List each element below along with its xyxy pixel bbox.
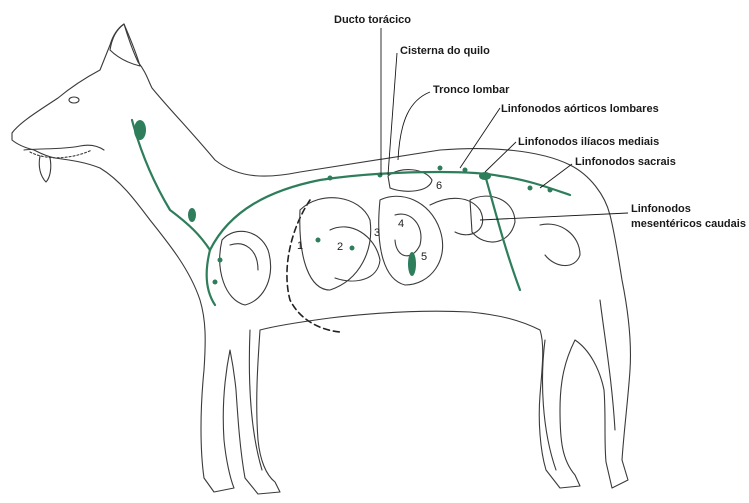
colon xyxy=(430,198,483,234)
lymph-thoracic-duct xyxy=(210,172,500,250)
number-6: 6 xyxy=(436,181,442,192)
liver xyxy=(300,198,371,290)
label-linfonodos-aorticos-lombares: Linfonodos aórticos lombares xyxy=(501,103,659,116)
number-1: 1 xyxy=(297,241,303,252)
leader-tronco xyxy=(398,92,430,160)
leader-mesentericos xyxy=(480,213,628,220)
heart xyxy=(220,231,271,305)
label-linfonodos-iliacos-mediais: Linfonodos ilíacos mediais xyxy=(518,136,659,149)
lymph-node-cervical xyxy=(188,208,196,222)
label-linfonodos-sacrais: Linfonodos sacrais xyxy=(575,156,676,169)
dog-ear xyxy=(110,24,140,66)
label-linfonodos-mesentericos-caudais-1: Linfonodos xyxy=(631,203,691,216)
pelvis xyxy=(540,224,580,265)
dog-mouth xyxy=(24,145,104,150)
number-5: 5 xyxy=(421,252,427,263)
label-linfonodos-mesentericos-caudais-2: mesentéricos caudais xyxy=(631,218,746,231)
label-cisterna-do-quilo: Cisterna do quilo xyxy=(400,45,490,58)
lymph-hind-vessel xyxy=(485,175,520,290)
lymph-node-mesenteric xyxy=(408,252,416,276)
dog-outline xyxy=(12,24,631,494)
number-2: 2 xyxy=(337,242,343,253)
lymph-node-mandibular xyxy=(134,120,146,140)
number-3: 3 xyxy=(374,228,380,239)
label-ducto-toracico: Ducto torácico xyxy=(334,14,411,27)
dog-eye xyxy=(69,97,79,103)
stomach xyxy=(330,227,380,281)
lymph-neck-vessel xyxy=(132,120,210,250)
number-4: 4 xyxy=(398,219,404,230)
lymph-chest-vessel xyxy=(207,250,215,305)
lymph-node-sacral xyxy=(479,172,491,180)
lymph-abdominal-vessel xyxy=(500,176,570,195)
leader-aorticos xyxy=(460,108,500,168)
leader-sacrais xyxy=(540,164,572,188)
dog-tongue xyxy=(39,156,51,182)
label-tronco-lombar: Tronco lombar xyxy=(433,84,509,97)
leader-iliacos xyxy=(485,142,516,172)
diaphragm xyxy=(287,200,340,332)
dog-teeth xyxy=(30,150,92,158)
